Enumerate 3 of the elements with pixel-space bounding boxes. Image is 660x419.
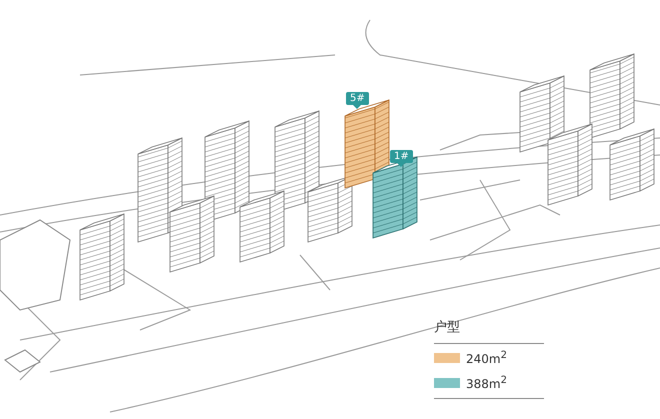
legend-label: 240m$^{2}$ (466, 350, 507, 366)
legend-title: 户型 (434, 319, 460, 336)
legend-label: 388m$^{2}$ (466, 375, 507, 391)
